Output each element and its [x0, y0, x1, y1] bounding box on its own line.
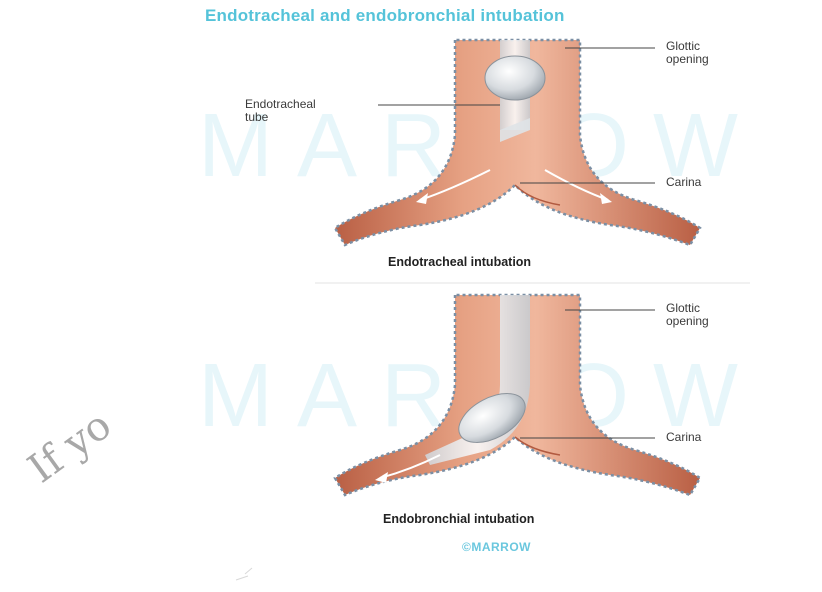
- cuff-top: [485, 56, 545, 100]
- label-carina-top: Carina: [666, 176, 701, 189]
- scan-artifacts: [236, 568, 252, 580]
- caption-endotracheal: Endotracheal intubation: [388, 255, 531, 269]
- brand-mark: ©MARROW: [462, 540, 531, 554]
- label-endotracheal-tube: Endotracheal tube: [245, 98, 316, 124]
- caption-endobronchial: Endobronchial intubation: [383, 512, 534, 526]
- label-carina-bottom: Carina: [666, 431, 701, 444]
- label-glottic-opening-top: Glottic opening: [666, 40, 709, 66]
- label-glottic-opening-bottom: Glottic opening: [666, 302, 709, 328]
